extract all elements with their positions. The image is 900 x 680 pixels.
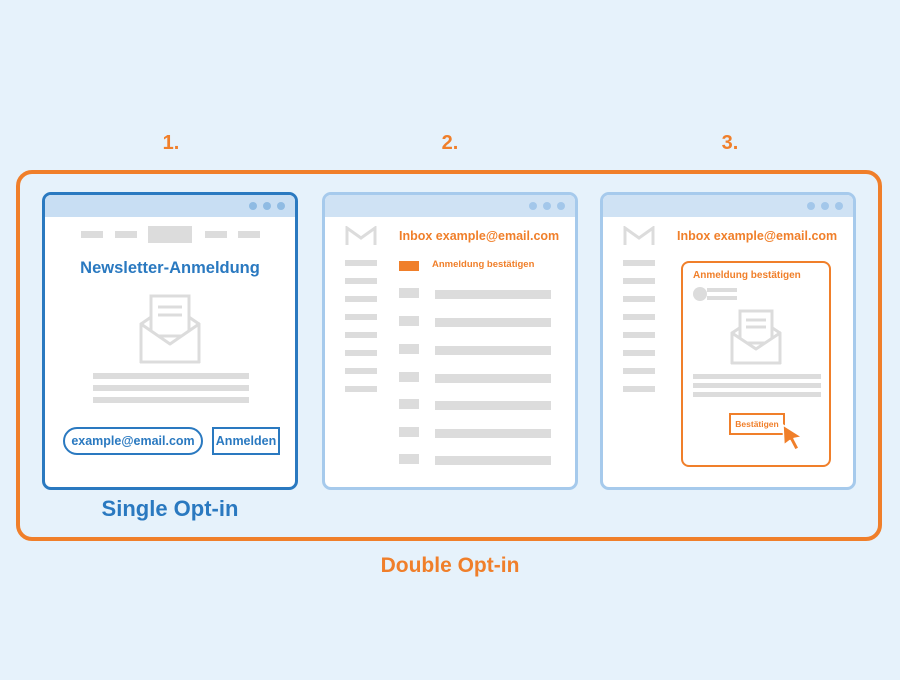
window-dots-icon — [807, 202, 843, 210]
sidebar-placeholder — [345, 386, 377, 392]
inbox-heading: Inbox example@email.com — [399, 229, 560, 243]
sidebar-placeholder — [623, 332, 655, 338]
mail-row-marker — [399, 372, 419, 382]
sidebar-placeholder — [345, 296, 377, 302]
single-opt-in-label: Single Opt-in — [101, 496, 239, 521]
sender-placeholder — [707, 296, 737, 300]
cursor-pointer-icon — [782, 424, 803, 451]
sidebar-placeholder — [623, 386, 655, 392]
text-placeholder-line — [693, 374, 821, 379]
step-number-3: 3. — [721, 132, 739, 154]
mail-row-placeholder — [435, 401, 551, 410]
mail-row-placeholder — [435, 290, 551, 299]
inbox-window: Inbox example@email.com Anmeldung bestät… — [322, 192, 578, 490]
sidebar-placeholder — [623, 368, 655, 374]
mail-row-placeholder — [435, 429, 551, 438]
nav-placeholder-active — [148, 226, 192, 243]
sidebar-placeholder — [623, 350, 655, 356]
window-dots-icon — [529, 202, 565, 210]
unread-mail-marker — [399, 261, 419, 271]
sidebar-placeholder — [345, 278, 377, 284]
mail-row-marker — [399, 427, 419, 437]
sidebar-placeholder — [623, 296, 655, 302]
sidebar-placeholder — [345, 332, 377, 338]
confirmation-mail-row[interactable]: Anmeldung bestätigen — [432, 259, 535, 270]
text-placeholder-line — [93, 385, 249, 391]
mail-row-placeholder — [435, 346, 551, 355]
sender-avatar — [693, 287, 707, 301]
mail-row-marker — [399, 454, 419, 464]
envelope-icon — [139, 294, 201, 364]
text-placeholder-line — [93, 373, 249, 379]
text-placeholder-line — [693, 392, 821, 397]
double-opt-in-frame — [16, 170, 882, 541]
form-title: Newsletter-Anmeldung — [80, 259, 260, 277]
mail-row-placeholder — [435, 456, 551, 465]
email-input[interactable]: example@email.com — [63, 427, 203, 455]
step-number-1: 1. — [162, 132, 180, 154]
mail-row-marker — [399, 288, 419, 298]
mail-row-marker — [399, 399, 419, 409]
nav-placeholder — [115, 231, 137, 238]
sidebar-placeholder — [623, 314, 655, 320]
inbox-heading: Inbox example@email.com — [677, 229, 838, 243]
double-opt-in-label: Double Opt-in — [380, 554, 520, 577]
mail-row-placeholder — [435, 374, 551, 383]
confirmation-mail-card: Anmeldung bestätigen Bestätigen — [681, 261, 831, 467]
mail-row-marker — [399, 344, 419, 354]
confirm-button[interactable]: Bestätigen — [729, 413, 785, 435]
sidebar-placeholder — [345, 314, 377, 320]
sidebar-placeholder — [345, 260, 377, 266]
confirmation-window: Inbox example@email.com Anmeldung bestät… — [600, 192, 856, 490]
window-dots-icon — [249, 202, 285, 210]
signup-window: Newsletter-Anmeldung example@email.com A… — [42, 192, 298, 490]
mail-subject: Anmeldung bestätigen — [693, 270, 801, 281]
subscribe-button[interactable]: Anmelden — [212, 427, 280, 455]
sidebar-placeholder — [345, 350, 377, 356]
step-number-2: 2. — [441, 132, 459, 154]
sidebar-placeholder — [623, 260, 655, 266]
mail-row-marker — [399, 316, 419, 326]
sender-placeholder — [707, 288, 737, 292]
window-titlebar — [325, 195, 575, 217]
sidebar-placeholder — [623, 278, 655, 284]
nav-placeholder — [205, 231, 227, 238]
window-titlebar — [603, 195, 853, 217]
window-titlebar — [45, 195, 295, 217]
sidebar-placeholder — [345, 368, 377, 374]
text-placeholder-line — [693, 383, 821, 388]
gmail-logo-icon — [345, 226, 377, 245]
nav-placeholder — [238, 231, 260, 238]
mail-row-placeholder — [435, 318, 551, 327]
envelope-icon — [730, 309, 782, 365]
nav-placeholder — [81, 231, 103, 238]
gmail-logo-icon — [623, 226, 655, 245]
text-placeholder-line — [93, 397, 249, 403]
